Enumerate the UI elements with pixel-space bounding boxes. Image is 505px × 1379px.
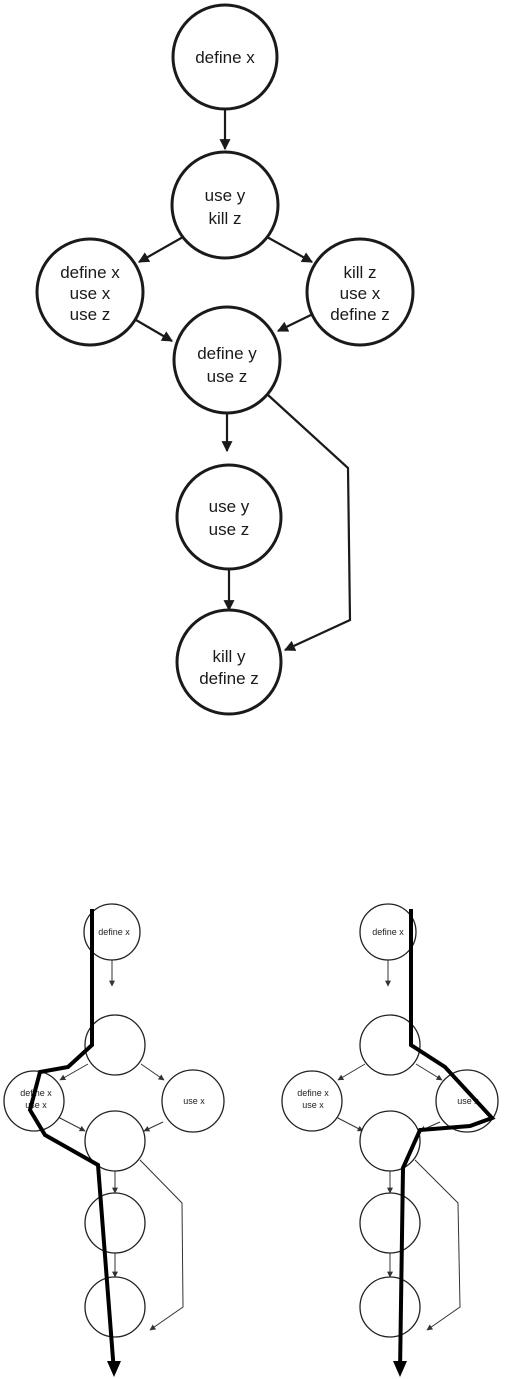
left-execution-path: [27, 909, 116, 1373]
edge-n5-n7: [267, 394, 352, 651]
edge-n3-n5: [57, 1116, 86, 1132]
svg-text:use x: use x: [457, 1096, 479, 1106]
right-path-arrowhead: [393, 1361, 407, 1377]
left-node-empty: [84, 1192, 146, 1254]
svg-text:use x: use x: [25, 1100, 47, 1110]
node-label: define z: [330, 305, 390, 324]
right-node-empty: [359, 1110, 421, 1172]
left-node-empty: [84, 1014, 146, 1076]
node-label: use x: [340, 284, 381, 303]
right-node-empty: [359, 1276, 421, 1338]
svg-text:define z: define z: [330, 305, 390, 324]
node-use-y-kill-z: use y kill z: [170, 150, 280, 260]
left-graph-edges: [57, 960, 184, 1331]
svg-text:use z: use z: [70, 305, 111, 324]
top-graph: define x use y kill z define x use x use…: [35, 3, 415, 716]
edge-n2-n3: [138, 236, 184, 263]
node-label: use x: [183, 1096, 205, 1106]
right-node-use-x: [435, 1069, 499, 1133]
node-kill-z-use-x-define-z: kill z use x define z: [305, 237, 415, 347]
edge-n4-n5: [277, 312, 316, 332]
node-define-x-use-x-use-z: define x use x use z: [35, 237, 145, 347]
node-label: use y: [209, 497, 250, 516]
node-label: use x: [25, 1100, 47, 1110]
svg-text:define x: define x: [195, 48, 255, 67]
svg-text:define z: define z: [199, 669, 259, 688]
node-label: kill z: [208, 209, 241, 228]
node-label: kill z: [343, 263, 376, 282]
right-execution-path: [398, 909, 496, 1373]
left-node-empty: [84, 1276, 146, 1338]
node-label: use z: [70, 305, 111, 324]
node-label: define z: [199, 669, 259, 688]
right-path-graph: define x define x use x use x: [281, 903, 499, 1377]
svg-text:kill z: kill z: [343, 263, 376, 282]
svg-text:use x: use x: [340, 284, 381, 303]
svg-text:kill y: kill y: [212, 647, 246, 666]
edge-n2-n4: [266, 236, 313, 263]
node-label: use z: [209, 520, 250, 539]
node-label: use x: [302, 1100, 324, 1110]
edge-n2-n4: [415, 1063, 443, 1081]
svg-text:use x: use x: [183, 1096, 205, 1106]
svg-text:use x: use x: [70, 284, 111, 303]
svg-text:kill z: kill z: [208, 209, 241, 228]
top-graph-edges: [135, 109, 352, 651]
svg-text:define x: define x: [372, 927, 404, 937]
edge-n5-n7: [414, 1159, 461, 1331]
svg-text:use y: use y: [209, 497, 250, 516]
right-graph-edges: [335, 960, 461, 1331]
node-label: use z: [207, 367, 248, 386]
left-node-use-x: [161, 1069, 225, 1133]
left-node-empty: [84, 1110, 146, 1172]
node-label: define x: [372, 927, 404, 937]
edge-n3-n5: [135, 319, 173, 342]
node-label: define x: [195, 48, 255, 67]
node-label: define y: [197, 344, 257, 363]
edge-n3-n5: [335, 1116, 364, 1132]
svg-text:define x: define x: [297, 1088, 329, 1098]
svg-text:use y: use y: [205, 186, 246, 205]
node-define-x: define x: [171, 3, 279, 111]
edge-n4-n5: [143, 1121, 164, 1132]
edge-n2-n4: [140, 1063, 165, 1081]
svg-text:define x: define x: [60, 263, 120, 282]
node-label: define x: [98, 927, 130, 937]
left-node-define-x: [83, 903, 141, 961]
right-node-empty: [359, 1014, 421, 1076]
node-define-y-use-z: define y use z: [172, 305, 282, 415]
left-path-arrowhead: [107, 1361, 121, 1377]
edge-n2-n3: [59, 1063, 89, 1081]
node-label: use x: [457, 1096, 479, 1106]
right-node-define-x: [359, 903, 417, 961]
left-path-graph: define x define x use x use x: [3, 903, 225, 1377]
node-label: use y: [205, 186, 246, 205]
node-label: kill y: [212, 647, 246, 666]
node-label: define x: [297, 1088, 329, 1098]
svg-text:use z: use z: [209, 520, 250, 539]
svg-text:define y: define y: [197, 344, 257, 363]
edge-n5-n7: [139, 1159, 184, 1331]
svg-text:use z: use z: [207, 367, 248, 386]
right-node-define-x-use-x: [281, 1070, 343, 1132]
node-label: use x: [70, 284, 111, 303]
svg-text:use x: use x: [302, 1100, 324, 1110]
node-label: define x: [60, 263, 120, 282]
node-kill-y-define-z: kill y define z: [175, 608, 283, 716]
node-use-y-use-z: use y use z: [175, 463, 283, 571]
right-node-empty: [359, 1192, 421, 1254]
edge-n2-n3: [337, 1063, 366, 1081]
svg-text:define x: define x: [98, 927, 130, 937]
